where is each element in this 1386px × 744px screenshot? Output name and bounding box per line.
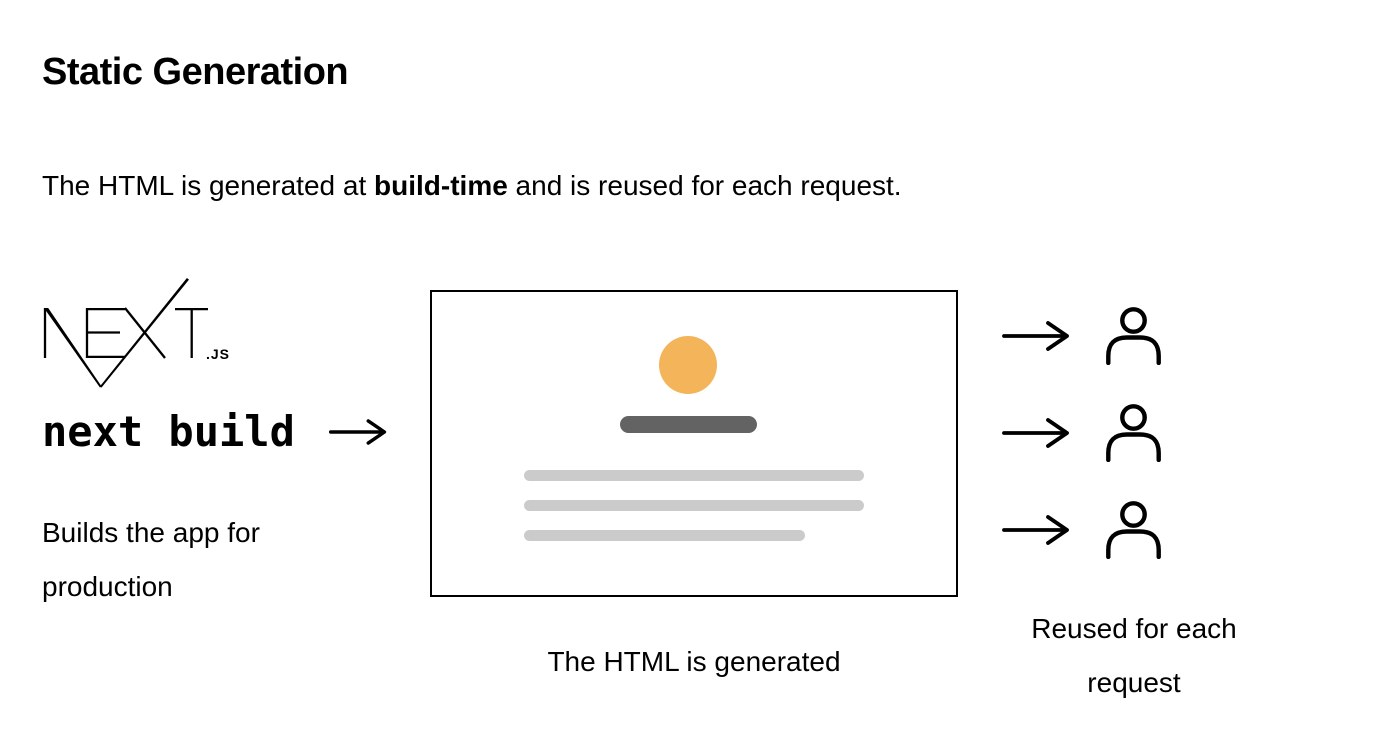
html-page-box <box>430 290 958 597</box>
logo-js-suffix: .JS <box>206 346 230 362</box>
user-icon <box>1106 404 1161 462</box>
nextjs-logo: .JS <box>43 278 230 388</box>
build-description: Builds the app for production <box>42 517 260 602</box>
request-row <box>1002 404 1161 462</box>
page-avatar-circle <box>659 336 717 394</box>
right-arrow-icon <box>1002 418 1069 448</box>
build-command: next build <box>42 407 295 456</box>
intro-text-after: and is reused for each request. <box>507 170 902 201</box>
right-arrow-icon <box>328 419 387 445</box>
build-command-row: next build <box>42 410 387 454</box>
html-box-caption: The HTML is generated <box>547 646 841 677</box>
right-arrow-icon <box>1002 515 1069 545</box>
page-text-bar <box>524 530 805 541</box>
intro-text-bold: build-time <box>374 170 508 201</box>
request-row <box>1002 501 1161 559</box>
logo-n-diagonal <box>44 308 102 388</box>
user-icon <box>1106 501 1161 559</box>
right-arrow-icon <box>1002 321 1069 351</box>
logo-x-diagonal <box>100 278 189 388</box>
page-text-bar <box>524 500 864 511</box>
user-icon <box>1106 307 1161 365</box>
intro-text: The HTML is generated at build-time and … <box>42 168 902 204</box>
page-title: Static Generation <box>42 51 349 93</box>
requests-caption: Reused for each request <box>1031 613 1237 698</box>
page-text-bar <box>524 470 864 481</box>
intro-text-before: The HTML is generated at <box>42 170 375 201</box>
page-title-bar <box>620 416 757 433</box>
request-row <box>1002 307 1161 365</box>
